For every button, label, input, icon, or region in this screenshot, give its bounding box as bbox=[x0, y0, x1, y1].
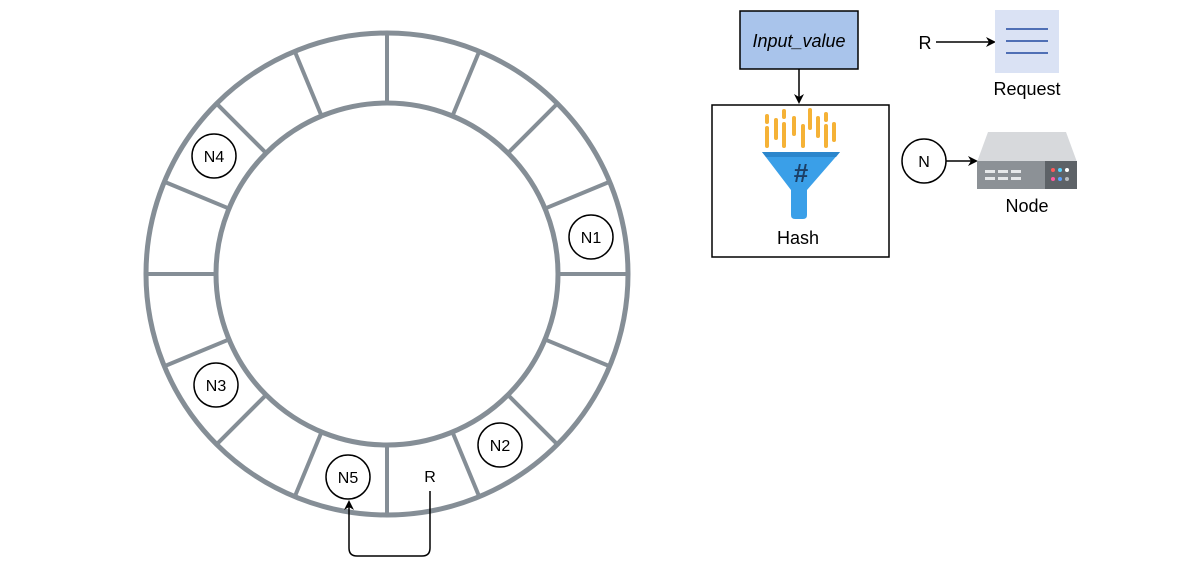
ring-node-n4-label: N4 bbox=[204, 149, 225, 166]
server-icon bbox=[977, 132, 1077, 189]
ring-node-n3[interactable]: N3 bbox=[193, 362, 239, 408]
ring-divider bbox=[215, 102, 268, 155]
ring-node-n2[interactable]: N2 bbox=[477, 422, 523, 468]
hash-funnel-icon: # bbox=[762, 108, 840, 219]
legend-request: R Request bbox=[919, 10, 1061, 99]
ring-node-n5-label: N5 bbox=[338, 470, 359, 487]
ring-divider bbox=[215, 393, 268, 446]
ring-node-n4[interactable]: N4 bbox=[191, 133, 237, 179]
ring-divider bbox=[506, 102, 559, 155]
hash-ring bbox=[143, 30, 631, 518]
ring-divider bbox=[292, 50, 324, 117]
ring-divider bbox=[506, 393, 559, 446]
legend-request-symbol: R bbox=[919, 33, 932, 53]
input-value-box[interactable]: Input_value bbox=[739, 10, 859, 70]
input-value-label: Input_value bbox=[752, 31, 845, 51]
request-document-icon bbox=[995, 10, 1059, 73]
hash-symbol-icon: # bbox=[794, 158, 809, 188]
ring-divider bbox=[450, 50, 482, 117]
ring-node-n5[interactable]: N5 bbox=[325, 454, 371, 500]
ring-divider bbox=[163, 179, 230, 211]
ring-divider bbox=[450, 431, 482, 498]
legend-node-symbol: N bbox=[901, 138, 947, 184]
request-route-arrow bbox=[344, 491, 431, 557]
ring-inner-edge bbox=[213, 100, 561, 448]
ring-node-n2-label: N2 bbox=[490, 438, 511, 455]
legend-node: N Node bbox=[901, 132, 1077, 216]
ring-divider bbox=[544, 337, 611, 369]
ring-divider bbox=[544, 179, 611, 211]
ring-divider bbox=[292, 431, 324, 498]
ring-node-n3-label: N3 bbox=[206, 378, 227, 395]
ring-dividers bbox=[146, 33, 628, 515]
hash-function-box[interactable]: # Hash bbox=[711, 104, 890, 258]
ring-node-n1[interactable]: N1 bbox=[568, 214, 614, 260]
ring-request-label: R bbox=[424, 469, 436, 486]
ring-divider bbox=[163, 337, 230, 369]
legend-node-symbol-label: N bbox=[918, 154, 930, 171]
legend-node-label: Node bbox=[1005, 196, 1048, 216]
ring-node-n1-label: N1 bbox=[581, 230, 602, 247]
hash-label: Hash bbox=[777, 228, 819, 248]
legend-request-label: Request bbox=[993, 79, 1060, 99]
